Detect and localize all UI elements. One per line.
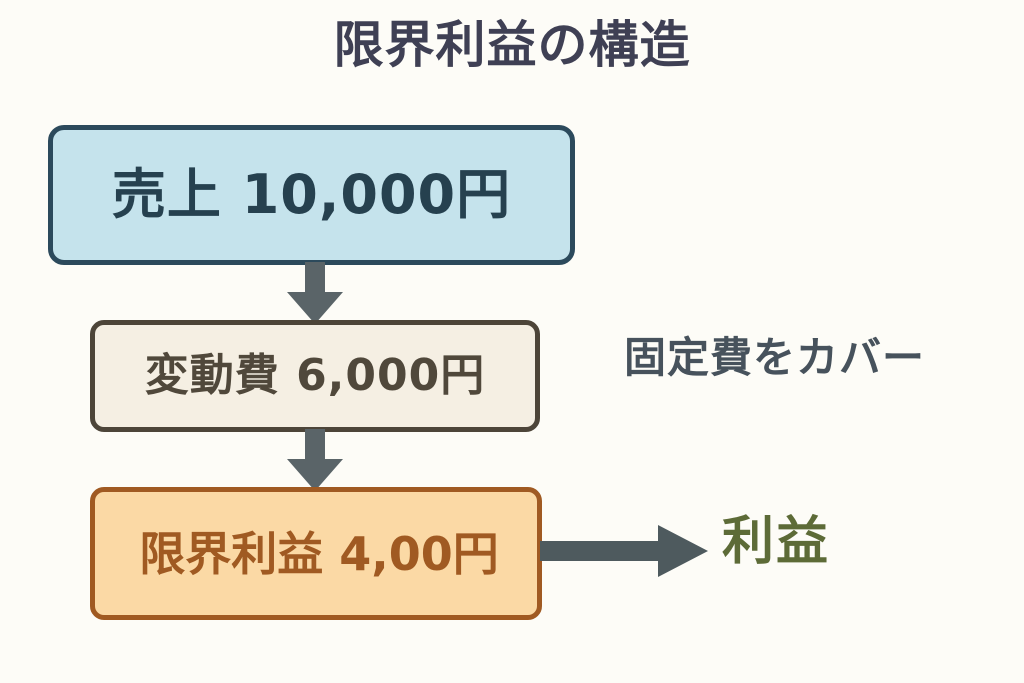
node-sales-label: 売上 10,000円 (111, 163, 512, 226)
node-marginal-profit-label: 限界利益 4,00円 (139, 526, 499, 581)
annotation-fixed-cost-cover: 固定費をカバー (624, 333, 926, 382)
arrow-variable-to-margin (283, 429, 347, 491)
annotation-profit: 利益 (722, 512, 831, 572)
node-variable-cost: 変動費 6,000円 (90, 320, 540, 432)
page-title: 限界利益の構造 (333, 16, 691, 74)
arrow-sales-to-variable (283, 262, 347, 324)
arrow-margin-to-profit (540, 525, 708, 577)
node-variable-cost-label: 変動費 6,000円 (144, 350, 486, 401)
node-marginal-profit: 限界利益 4,00円 (90, 487, 542, 620)
node-sales: 売上 10,000円 (48, 125, 575, 265)
